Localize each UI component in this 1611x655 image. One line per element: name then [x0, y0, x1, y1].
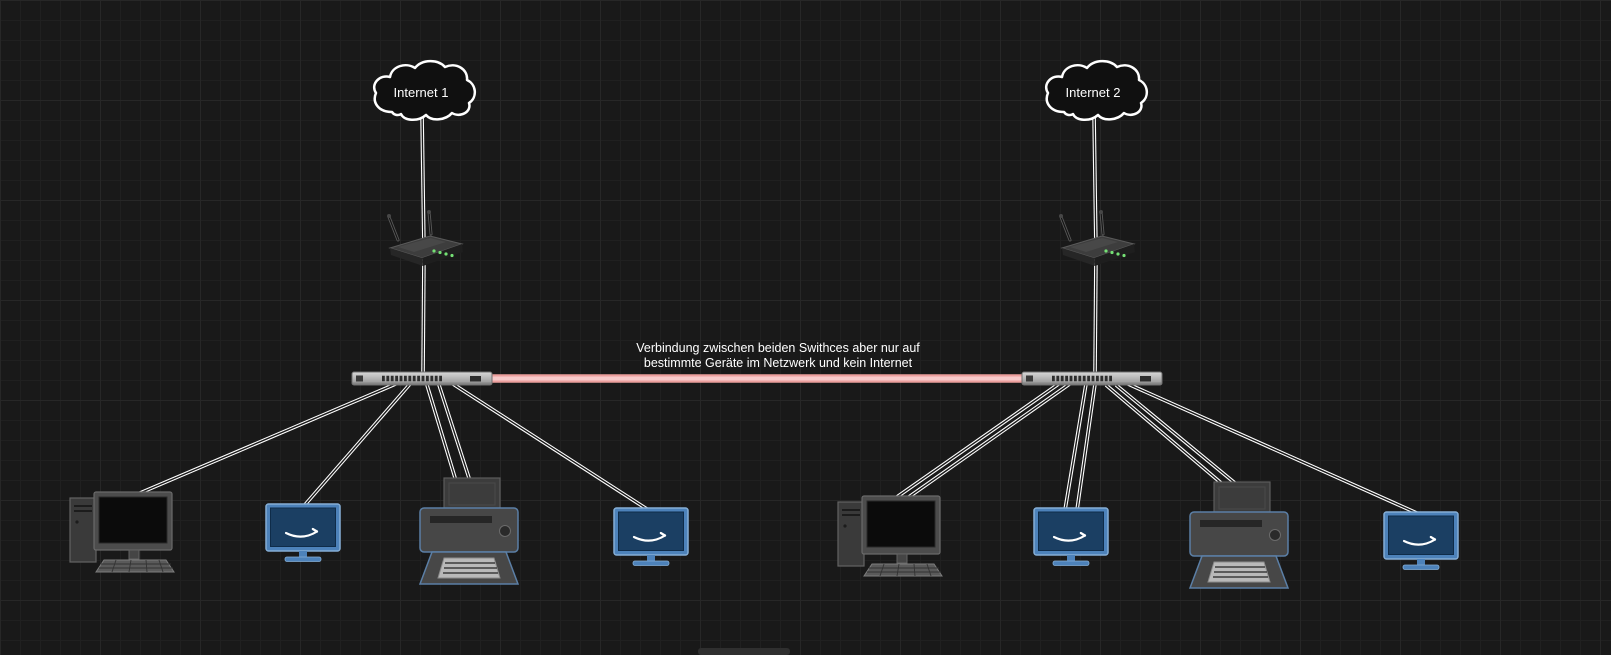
horizontal-scrollbar-thumb[interactable] [698, 648, 790, 655]
cable-switch1-printer1-a[interactable] [425, 384, 458, 482]
cable-cloud1-router1[interactable] [420, 111, 426, 253]
cable-line [438, 384, 471, 482]
pc-2[interactable] [837, 495, 943, 577]
smart-tv-2[interactable] [612, 506, 690, 567]
cable-line [1076, 383, 1096, 511]
smart-tv-icon [1032, 506, 1110, 567]
cable-switch1-printer1-b[interactable] [437, 384, 472, 482]
cloud-1-label: Internet 1 [394, 85, 449, 100]
annotation-line-1: Verbindung zwischen beiden Swithces aber… [636, 341, 920, 355]
internet-cloud-1[interactable]: Internet 1 [372, 59, 477, 122]
cable-line [132, 382, 399, 497]
cable-line [302, 383, 411, 508]
cable-line [1127, 383, 1420, 515]
desktop-pc-icon [69, 491, 175, 573]
cable-switch1-smarttv2[interactable] [452, 382, 651, 513]
annotation-line-2: bestimmte Geräte im Netzwerk und kein In… [644, 356, 913, 370]
cable-cloud2-router2[interactable] [1092, 111, 1098, 253]
desktop-pc-icon [837, 495, 943, 577]
cable-switch2-printer2-b[interactable] [1114, 383, 1243, 490]
smart-tv-icon [1382, 510, 1460, 571]
cable-switch2-pc2-a[interactable] [892, 381, 1062, 501]
cable-switch1-pc1[interactable] [132, 381, 399, 498]
cable-line [426, 384, 457, 482]
internet-cloud-2[interactable]: Internet 2 [1044, 59, 1149, 122]
cable-switch2-pc2-b[interactable] [904, 381, 1073, 501]
printer-icon [419, 477, 519, 585]
smart-tv-4[interactable] [1382, 510, 1460, 571]
cable-line [905, 382, 1072, 500]
cable-router1-switch1[interactable] [421, 249, 426, 377]
pc-1[interactable] [69, 491, 175, 573]
cables [132, 111, 1420, 516]
cable-line [452, 383, 651, 512]
printer-1[interactable] [419, 477, 519, 585]
network-switch-icon [351, 371, 493, 386]
cable-line [1064, 383, 1087, 511]
switch-2[interactable] [1021, 371, 1163, 386]
cable-line [422, 249, 425, 377]
cable-line [1105, 384, 1228, 489]
switch-1[interactable] [351, 371, 493, 386]
smart-tv-1[interactable] [264, 502, 342, 563]
annotation-text[interactable]: Verbindung zwischen beiden Swithces aber… [636, 341, 920, 370]
cable-switch2-printer2-a[interactable] [1104, 383, 1229, 490]
cable-line [1093, 111, 1097, 253]
cable-switch2-smarttv3-b[interactable] [1075, 383, 1097, 511]
printer-icon [1189, 481, 1289, 589]
cable-line [893, 382, 1061, 500]
printer-2[interactable] [1189, 481, 1289, 589]
smart-tv-icon [264, 502, 342, 563]
smart-tv-3[interactable] [1032, 506, 1110, 567]
smart-tv-icon [612, 506, 690, 567]
cable-line [1115, 384, 1242, 489]
network-switch-icon [1021, 371, 1163, 386]
cable-switch1-smarttv1[interactable] [301, 382, 412, 509]
cable-switch2-smarttv4[interactable] [1127, 382, 1420, 516]
cable-line [1094, 249, 1097, 377]
cable-line [421, 111, 425, 253]
cloud-2-label: Internet 2 [1066, 85, 1121, 100]
cable-switch2-smarttv3-a[interactable] [1063, 383, 1088, 511]
cable-router2-switch2[interactable] [1093, 249, 1098, 377]
